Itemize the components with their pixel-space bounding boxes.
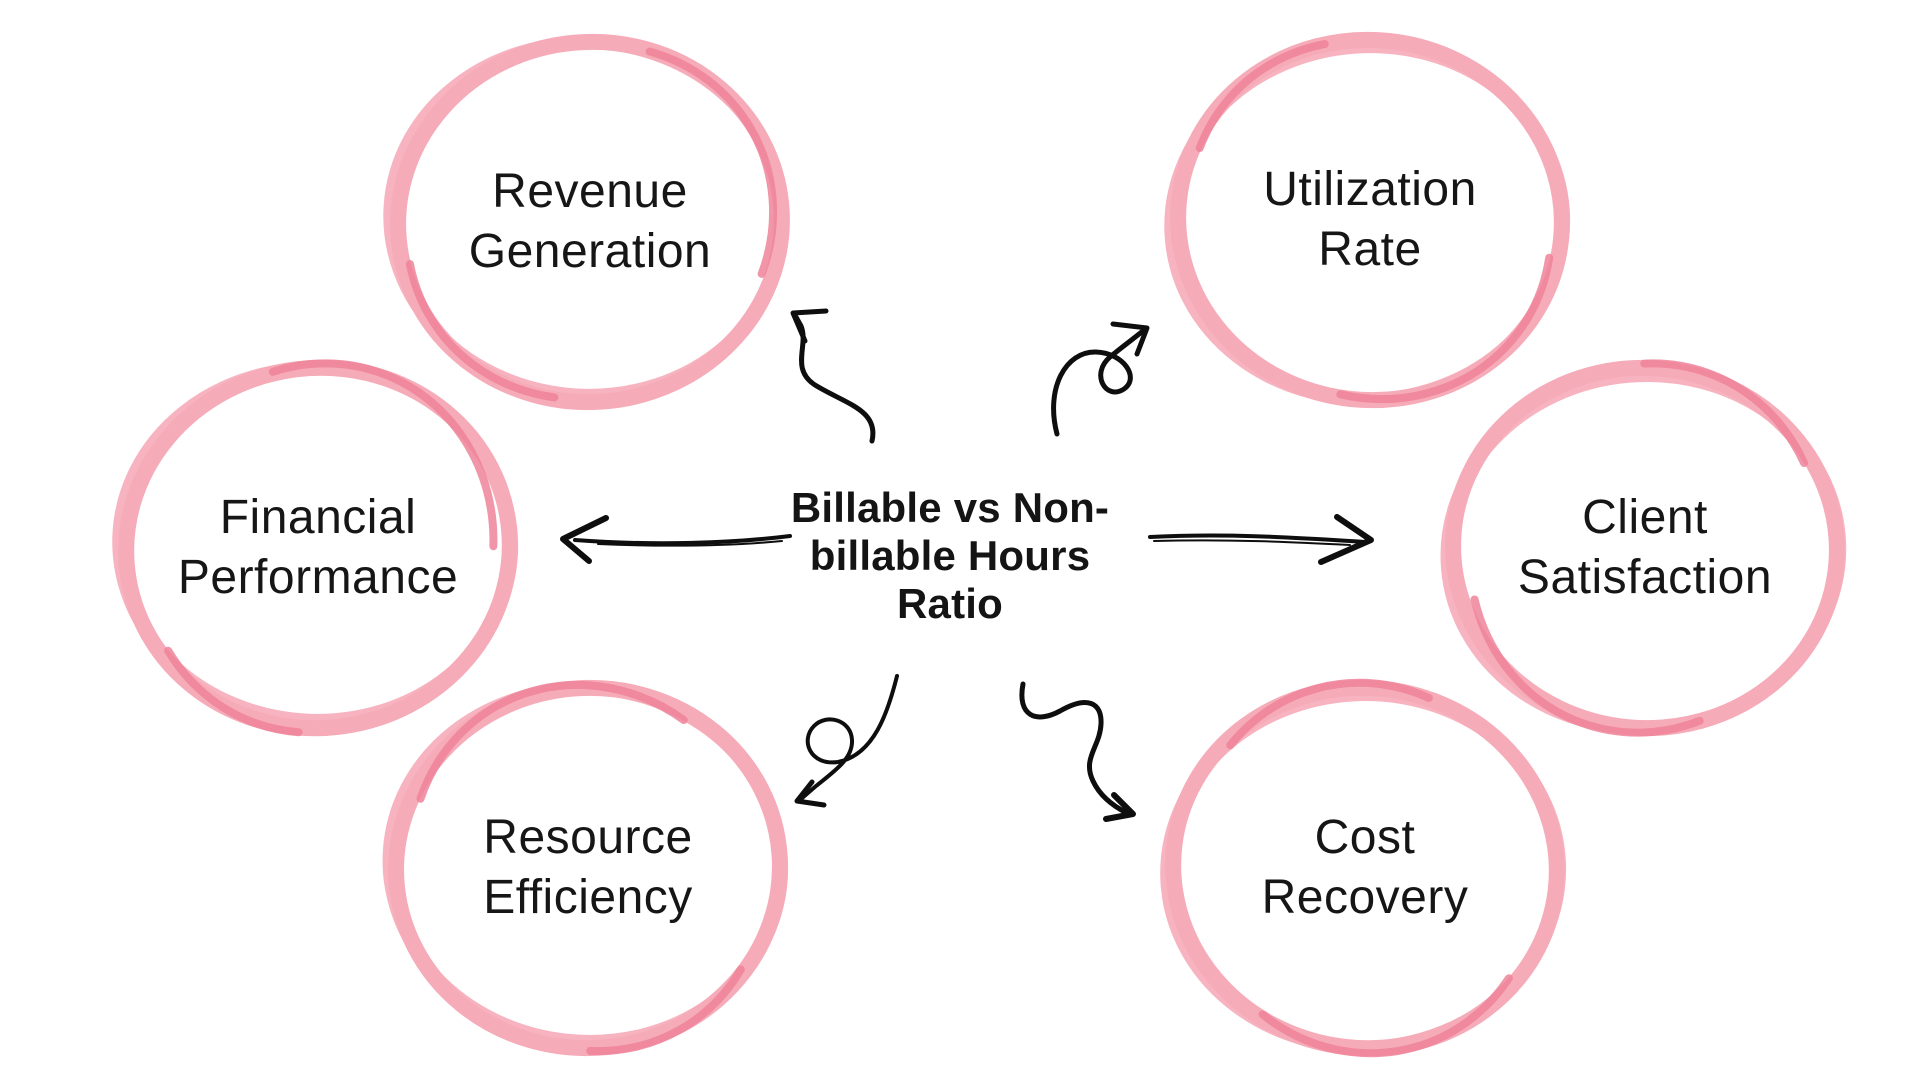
node-utilization-rate: Utilization Rate xyxy=(1155,20,1585,420)
hand-drawn-circle xyxy=(383,33,790,411)
node-label: Utilization Rate xyxy=(1155,20,1585,420)
node-label: Resource Efficiency xyxy=(373,668,803,1068)
node-label-line: Utilization xyxy=(1263,163,1477,216)
hand-drawn-circle xyxy=(112,359,519,737)
center-topic: Billable vs Non- billable Hours Ratio xyxy=(730,484,1170,628)
node-revenue-generation: Revenue Generation xyxy=(375,22,805,422)
arrow-center-to-client-satisfaction xyxy=(1148,514,1374,565)
center-topic-line: Ratio xyxy=(897,580,1003,627)
node-label-line: Generation xyxy=(468,225,712,278)
node-label-line: Revenue xyxy=(492,165,688,218)
hand-drawn-circle xyxy=(1160,678,1567,1058)
node-client-satisfaction: Client Satisfaction xyxy=(1430,348,1860,748)
hand-drawn-circle xyxy=(1440,359,1847,737)
node-label-line: Performance xyxy=(177,551,459,604)
node-label-line: Financial xyxy=(219,491,417,544)
hand-drawn-circle xyxy=(382,679,789,1057)
hand-drawn-circle xyxy=(1164,31,1571,409)
node-label-line: Cost xyxy=(1314,811,1416,864)
node-cost-recovery: Cost Recovery xyxy=(1150,668,1580,1068)
arrow-center-to-resource-efficiency xyxy=(794,674,899,808)
node-label-line: Client xyxy=(1582,491,1708,544)
center-topic-line: Billable vs Non- xyxy=(790,484,1110,531)
node-label-line: Rate xyxy=(1318,223,1422,276)
node-label: Financial Performance xyxy=(103,348,533,748)
node-label: Revenue Generation xyxy=(375,22,805,422)
node-financial-performance: Financial Performance xyxy=(103,348,533,748)
center-topic-line: billable Hours xyxy=(809,532,1091,579)
node-label-line: Recovery xyxy=(1261,871,1469,924)
node-label-line: Resource xyxy=(483,811,693,864)
node-label: Client Satisfaction xyxy=(1430,348,1860,748)
node-resource-efficiency: Resource Efficiency xyxy=(373,668,803,1068)
arrow-center-to-utilization-rate xyxy=(1051,321,1150,437)
arrow-center-to-cost-recovery xyxy=(1019,681,1136,822)
node-label-line: Satisfaction xyxy=(1517,551,1773,604)
node-label: Cost Recovery xyxy=(1150,668,1580,1068)
node-label-line: Efficiency xyxy=(483,871,693,924)
